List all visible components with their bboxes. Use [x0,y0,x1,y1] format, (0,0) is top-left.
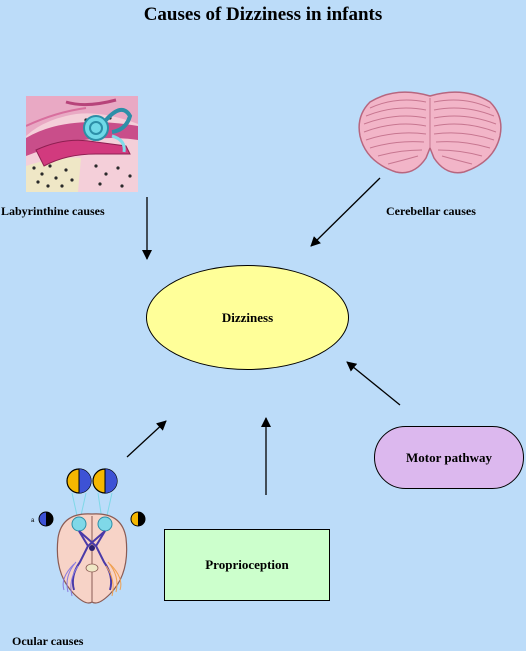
inner-ear-icon [26,96,138,192]
page-title: Causes of Dizziness in infants [143,4,383,25]
arrow-motor [346,361,401,406]
label-ocular-causes: Ocular causes [12,634,84,648]
cerebellum-icon [358,91,502,174]
node-dizziness: Dizziness [146,265,349,370]
visual-pathway-icon: a [31,468,146,604]
arrow-cerebellar [310,177,381,247]
svg-text:a: a [31,518,35,524]
label-cerebellar-causes: Cerebellar causes [386,204,476,218]
arrow-ocular [126,420,167,458]
node-motor-pathway: Motor pathway [374,426,524,489]
node-proprioception: Proprioception [164,529,330,601]
label-labyrinthine-causes: Labyrinthine causes [1,204,105,218]
